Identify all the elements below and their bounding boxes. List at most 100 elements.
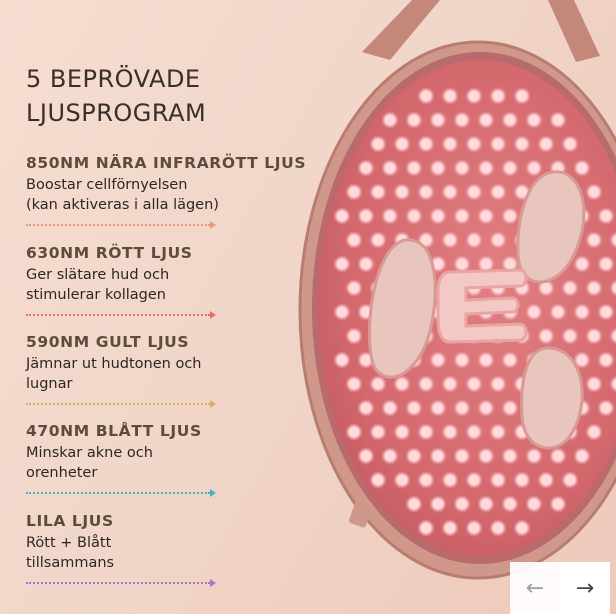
program-name: 470NM BLÅTT LJUS — [26, 422, 202, 440]
led-dot — [469, 523, 479, 533]
led-dot — [493, 139, 503, 149]
program-desc-line: orenheter — [26, 465, 98, 481]
led-dot — [409, 499, 419, 509]
program-name: 590NM GULT LJUS — [26, 333, 190, 351]
led-dot — [529, 499, 539, 509]
led-dot — [445, 379, 455, 389]
led-dot — [397, 475, 407, 485]
led-dot — [493, 475, 503, 485]
led-dot — [361, 259, 371, 269]
led-dot — [469, 91, 479, 101]
led-dot — [349, 379, 359, 389]
program-630nm: 630NM RÖTT LJUS Ger slätare hud och stim… — [26, 244, 326, 319]
led-dot — [589, 331, 599, 341]
led-dot — [361, 211, 371, 221]
carousel-prev-button[interactable]: ← — [510, 562, 560, 614]
led-dot — [349, 235, 359, 245]
led-dot — [481, 259, 491, 269]
led-dot — [505, 211, 515, 221]
led-dot — [445, 475, 455, 485]
led-dot — [529, 307, 539, 317]
led-dot — [505, 403, 515, 413]
led-dot — [457, 355, 467, 365]
led-dot — [589, 283, 599, 293]
led-dot — [469, 379, 479, 389]
led-glow — [609, 231, 616, 249]
led-dot — [373, 187, 383, 197]
arrow-right-icon: → — [575, 575, 595, 601]
led-dot — [445, 523, 455, 533]
led-dot — [577, 307, 587, 317]
led-dot — [601, 259, 611, 269]
led-dot — [433, 451, 443, 461]
led-dot — [457, 403, 467, 413]
program-description: Boostar cellförnyelsen (kan aktiveras i … — [26, 175, 326, 215]
led-dot — [469, 139, 479, 149]
led-dot — [457, 451, 467, 461]
dotted-arrow-icon — [26, 221, 216, 229]
program-name: 850NM NÄRA INFRARÖTT LJUS — [26, 154, 307, 172]
led-dot — [541, 475, 551, 485]
led-dot — [601, 403, 611, 413]
led-glow — [609, 327, 616, 345]
led-dot — [601, 307, 611, 317]
led-dot — [457, 259, 467, 269]
led-dot — [601, 355, 611, 365]
led-dot — [529, 115, 539, 125]
mask-bottom-tab — [348, 498, 374, 528]
led-dot — [421, 475, 431, 485]
carousel-next-button[interactable]: → — [560, 562, 610, 614]
led-dot — [565, 331, 575, 341]
led-dot — [541, 283, 551, 293]
program-desc-line: Boostar cellförnyelsen — [26, 177, 188, 193]
led-dot — [493, 91, 503, 101]
program-description: Ger slätare hud och stimulerar kollagen — [26, 265, 326, 305]
led-dot — [553, 499, 563, 509]
led-dot — [481, 403, 491, 413]
led-dot — [385, 211, 395, 221]
led-dot — [445, 139, 455, 149]
led-dot — [421, 235, 431, 245]
program-850nm: 850NM NÄRA INFRARÖTT LJUS Boostar cellfö… — [26, 154, 326, 229]
led-dot — [421, 91, 431, 101]
led-glow — [609, 375, 616, 393]
led-dot — [505, 163, 515, 173]
led-dot — [445, 187, 455, 197]
led-dot — [553, 163, 563, 173]
program-description: Minskar akne och orenheter — [26, 443, 326, 483]
led-dot — [337, 211, 347, 221]
program-desc-line: Rött + Blått — [26, 535, 112, 551]
program-name: 630NM RÖTT LJUS — [26, 244, 193, 262]
headline-line-2: LJUSPROGRAM — [26, 99, 207, 127]
led-dot — [469, 475, 479, 485]
led-dot — [505, 259, 515, 269]
led-dot — [433, 115, 443, 125]
led-dot — [349, 283, 359, 293]
led-dot — [457, 163, 467, 173]
led-dot — [565, 283, 575, 293]
led-dot — [337, 259, 347, 269]
program-description: Jämnar ut hudtonen och lugnar — [26, 354, 326, 394]
led-dot — [577, 355, 587, 365]
led-dot — [457, 115, 467, 125]
led-dot — [553, 307, 563, 317]
led-dot — [481, 355, 491, 365]
led-dot — [409, 211, 419, 221]
cheek-cutout — [367, 238, 437, 379]
dotted-arrow-icon — [26, 311, 216, 319]
led-dot — [493, 523, 503, 533]
program-description: Rött + Blått tillsammans — [26, 533, 326, 573]
led-dot — [397, 427, 407, 437]
led-dot — [397, 379, 407, 389]
led-dot — [589, 427, 599, 437]
led-dot — [481, 163, 491, 173]
led-dot — [517, 91, 527, 101]
led-dot — [505, 451, 515, 461]
led-dot — [373, 475, 383, 485]
led-dot — [337, 355, 347, 365]
headline-line-1: 5 BEPRÖVADE — [26, 65, 201, 93]
led-dot — [421, 139, 431, 149]
led-dot — [421, 523, 431, 533]
